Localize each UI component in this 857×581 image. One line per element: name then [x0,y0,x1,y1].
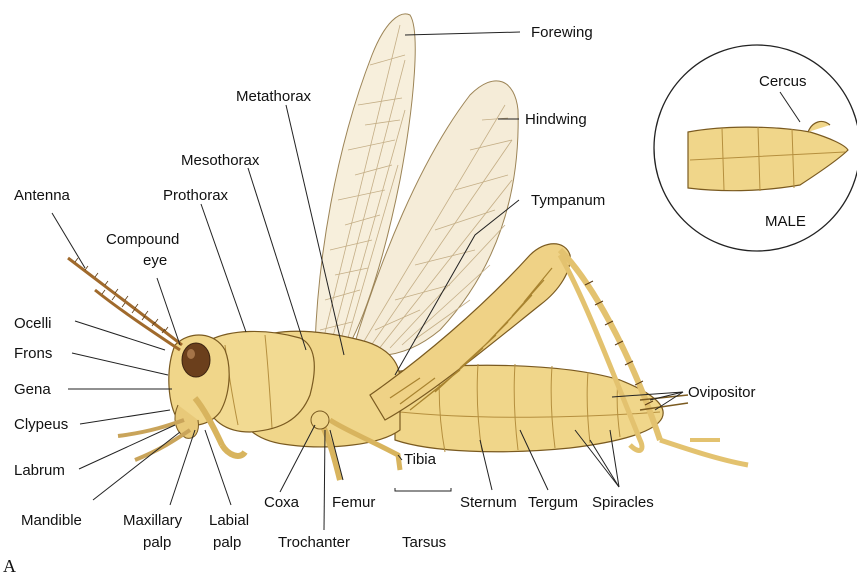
label-ovipositor: Ovipositor [688,384,756,401]
label-ocelli: Ocelli [14,315,52,332]
label-frons: Frons [14,345,52,362]
label-forewing: Forewing [531,24,593,41]
label-cercus: Cercus [759,73,807,90]
label-maxillary-palp-line2: palp [143,534,171,551]
male-inset [654,45,857,251]
label-labial-palp-line1: Labial [209,512,249,529]
label-clypeus: Clypeus [14,416,68,433]
label-sternum: Sternum [460,494,517,511]
label-gena: Gena [14,381,51,398]
label-hindwing: Hindwing [525,111,587,128]
label-trochanter: Trochanter [278,534,350,551]
label-antenna: Antenna [14,187,71,204]
label-tibia: Tibia [404,451,437,468]
label-compound-eye-line2: eye [143,252,167,269]
label-tympanum: Tympanum [531,192,605,209]
label-tergum: Tergum [528,494,578,511]
label-male: MALE [765,213,806,230]
label-labial-palp-line2: palp [213,534,241,551]
label-metathorax: Metathorax [236,88,312,105]
label-labrum: Labrum [14,462,65,479]
label-compound-eye-line1: Compound [106,231,179,248]
label-coxa: Coxa [264,494,300,511]
figure-letter: A [3,556,16,576]
label-femur: Femur [332,494,375,511]
label-mesothorax: Mesothorax [181,152,260,169]
label-mandible: Mandible [21,512,82,529]
label-prothorax: Prothorax [163,187,229,204]
label-spiracles: Spiracles [592,494,654,511]
label-tarsus: Tarsus [402,534,446,551]
label-maxillary-palp-line1: Maxillary [123,512,183,529]
